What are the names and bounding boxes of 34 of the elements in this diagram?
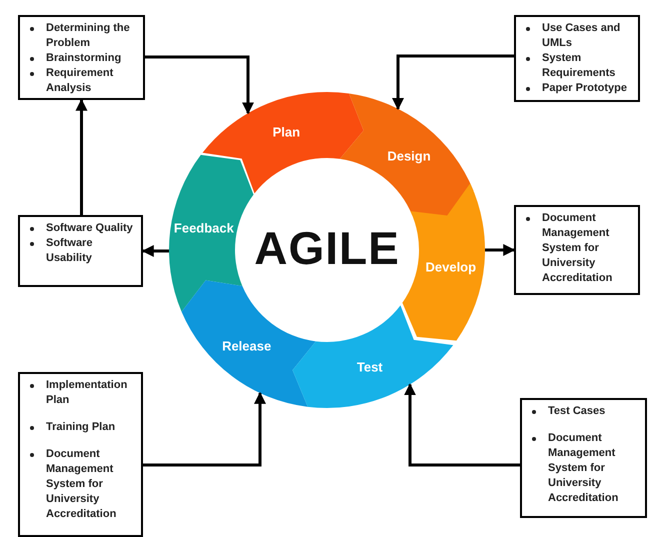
list-item: Paper Prototype: [542, 81, 627, 96]
list-item: System Requirements: [542, 51, 616, 81]
arrow: [76, 98, 88, 215]
list-item: Implementation Plan: [46, 378, 128, 408]
arrow: [145, 56, 254, 114]
text-box: [18, 372, 143, 537]
list-item: Brainstorming: [46, 51, 122, 66]
text-box: [514, 15, 640, 102]
phase-label: Develop: [426, 260, 476, 275]
arrow: [143, 392, 266, 466]
phase-label: Test: [356, 360, 383, 375]
list-item: Training Plan: [46, 420, 116, 435]
phase-label: Feedback: [174, 220, 234, 236]
list-item: Software Quality: [46, 221, 133, 236]
phase-label: Release: [222, 338, 272, 354]
list-item: Software Usability: [46, 236, 94, 266]
list-item: Use Cases and UMLs: [542, 21, 622, 51]
arrow: [142, 245, 169, 257]
arrow: [485, 244, 516, 256]
center-title: AGILE: [254, 221, 400, 275]
list-item: Test Cases: [548, 404, 606, 419]
list-item: Document Management System for University Accreditation: [46, 447, 118, 522]
phase-label: Design: [387, 148, 431, 164]
arrow: [392, 54, 514, 110]
text-box: [18, 15, 145, 100]
phase-label: Plan: [272, 124, 300, 140]
text-box: [514, 205, 640, 295]
list-item: Document Management System for University Accreditation: [548, 431, 620, 506]
list-item: Determining the Problem: [46, 21, 131, 51]
text-box: [520, 398, 647, 518]
arrow: [404, 383, 520, 466]
list-item: Document Management System for University Accreditation: [542, 211, 614, 286]
text-box: [18, 215, 143, 287]
list-item: Requirement Analysis: [46, 66, 114, 96]
